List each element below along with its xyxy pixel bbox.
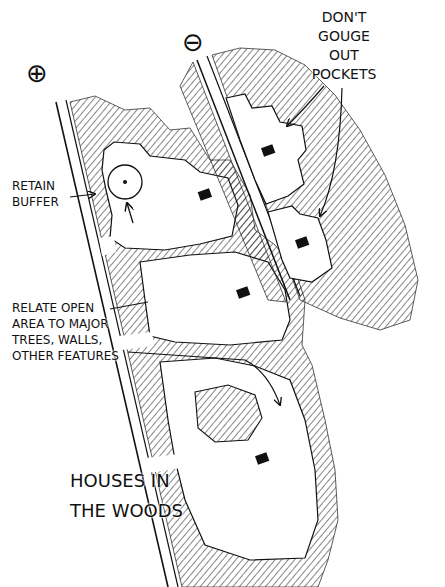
leader-line: [110, 302, 148, 309]
house: [295, 236, 309, 249]
sketch-title: HOUSES IN THE WOODS: [70, 466, 194, 526]
leader-arrow: [287, 86, 324, 126]
note-label: RETAIN BUFFER: [12, 178, 76, 210]
house: [198, 188, 212, 201]
house: [255, 452, 269, 465]
woods-hatch: [212, 48, 418, 330]
plus-sign: ⊕: [20, 57, 54, 89]
leader-arrow: [127, 203, 133, 223]
driveway: [119, 332, 154, 350]
open-clearing: [160, 358, 318, 560]
minus-sign: ⊖: [176, 26, 210, 58]
major-tree: [108, 165, 142, 199]
leader-arrow: [320, 88, 342, 216]
leader-line: [70, 194, 95, 197]
house: [261, 144, 275, 157]
driveway: [99, 236, 116, 256]
house: [236, 286, 250, 299]
tree-trunk: [123, 180, 127, 184]
leader-arrow: [128, 352, 280, 405]
note-label: DON'T GOUGE OUT POCKETS: [304, 8, 384, 84]
gouged-pocket: [268, 206, 332, 282]
gouged-pocket: [226, 94, 306, 204]
note-label: RELATE OPEN AREA TO MAJOR TREES, WALLS, …: [12, 300, 130, 364]
tree-patch: [195, 385, 262, 442]
